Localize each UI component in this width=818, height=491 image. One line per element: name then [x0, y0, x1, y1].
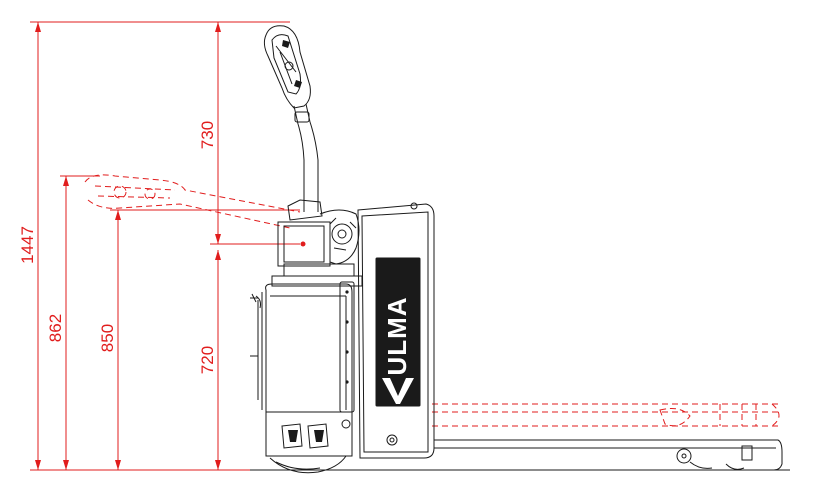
dimension-lines	[30, 21, 420, 471]
ghost-forks-raised	[432, 403, 780, 427]
tiller-arm	[263, 25, 319, 212]
ghost-tiller-horizontal	[84, 174, 301, 229]
dim-720-label: 720	[198, 346, 217, 374]
drive-wheel-assembly	[265, 411, 353, 474]
brand-panel: ULMA	[375, 257, 421, 407]
brand-wordmark: ULMA	[382, 296, 412, 375]
dim-850-label: 850	[98, 324, 117, 352]
tiller-base	[271, 199, 363, 287]
brand-logo-plate	[375, 257, 421, 407]
dim-1447-label: 1447	[18, 226, 37, 264]
forks	[434, 439, 783, 471]
brand-logo-mark	[382, 378, 414, 404]
dim-730-label: 730	[198, 121, 217, 149]
battery-compartment	[250, 281, 355, 413]
dim-862-label: 862	[46, 314, 65, 342]
